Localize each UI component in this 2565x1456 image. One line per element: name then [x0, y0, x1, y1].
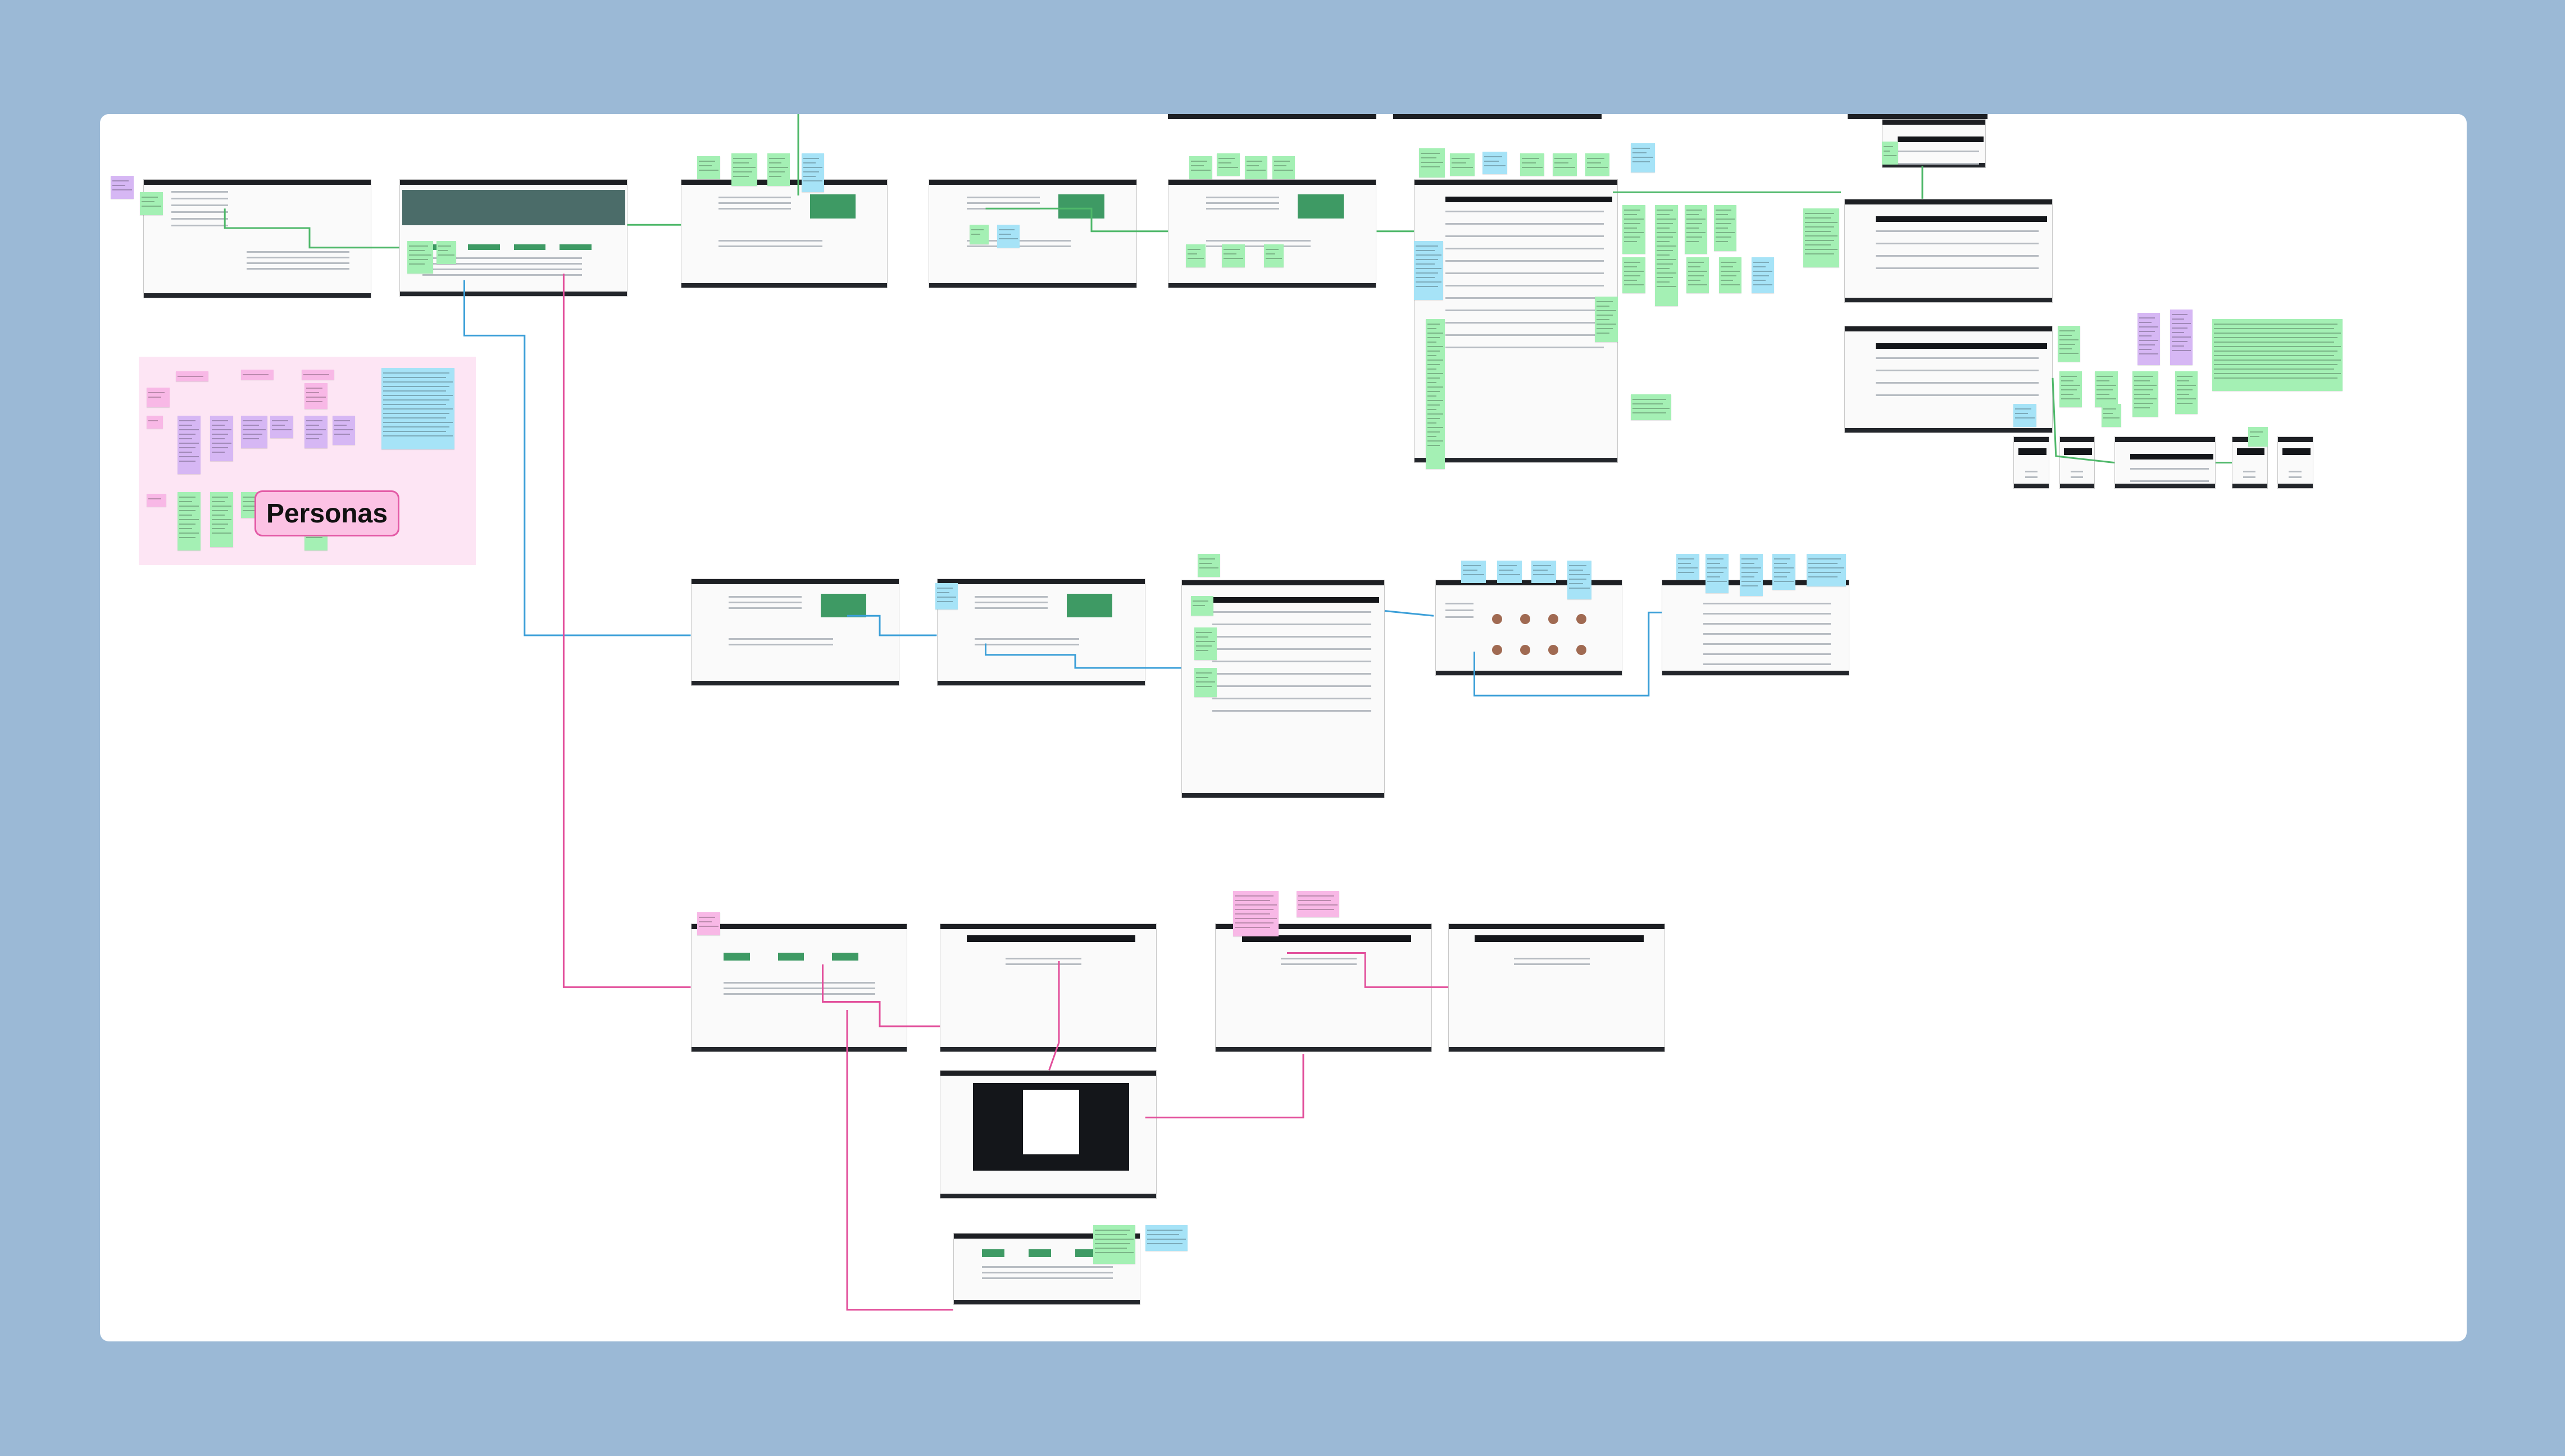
connector-line-13 [1385, 611, 1434, 616]
connector-line-15 [563, 274, 690, 987]
connector-line-17 [1049, 961, 1059, 1070]
personas-title[interactable]: Personas [254, 490, 399, 536]
flow-board [100, 114, 2467, 1341]
connector-line-16 [823, 964, 940, 1026]
connector-line-14 [1475, 612, 1662, 695]
connector-line-10 [465, 280, 691, 635]
whiteboard-canvas[interactable]: Personas [100, 114, 2467, 1341]
connector-line-11 [847, 616, 937, 635]
connector-line-1 [225, 208, 399, 248]
connector-line-19 [1145, 1054, 1303, 1117]
connector-line-8 [2053, 378, 2114, 463]
connector-line-18 [847, 1010, 953, 1310]
connector-line-12 [986, 644, 1181, 668]
connector-layer [100, 114, 2467, 1341]
connector-line-20 [1287, 953, 1448, 988]
connector-line-4 [986, 208, 1168, 231]
